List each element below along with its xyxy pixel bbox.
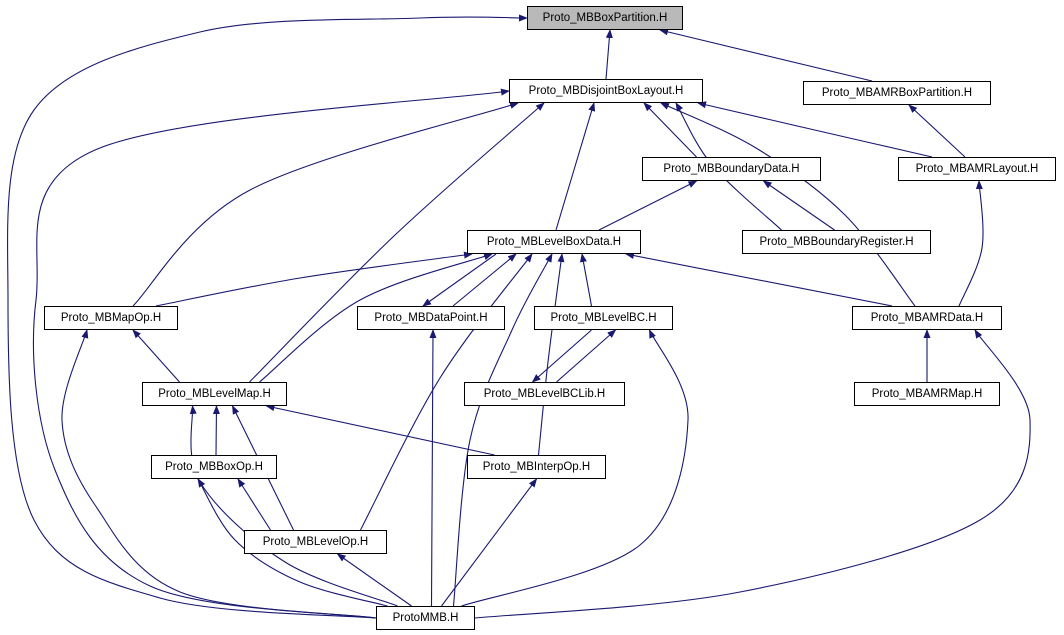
edge-protommb-to-boxop [197,478,388,607]
edge-amrboxpartition-to-boxpartition [659,28,873,82]
node-datapoint[interactable]: Proto_MBDataPoint.H [357,306,505,330]
node-interpop[interactable]: Proto_MBInterpOp.H [467,455,606,479]
node-boundarydata[interactable]: Proto_MBBoundaryData.H [642,157,821,181]
edge-boxop-to-levelmap [212,405,220,456]
edge-levelmap-to-levelboxdata [259,253,493,383]
edge-protommb-to-levelbc [461,329,689,607]
node-levelop[interactable]: Proto_MBLevelOp.H [244,530,387,554]
node-bclib[interactable]: Proto_MBLevelBCLib.H [464,382,625,406]
node-levelmap[interactable]: Proto_MBLevelMap.H [142,382,287,406]
node-amrmap[interactable]: Proto_MBAMRMap.H [854,382,1000,406]
edge-protommb-to-mapop [61,329,377,619]
node-amrlayout[interactable]: Proto_MBAMRLayout.H [898,157,1056,181]
node-disjoint[interactable]: Proto_MBDisjointBoxLayout.H [509,79,703,103]
edge-bclib-to-levelbc [556,329,617,383]
edge-protommb-to-levelmap [189,405,398,607]
node-mapop[interactable]: Proto_MBMapOp.H [44,306,178,330]
edge-boundarydata-to-disjoint [643,102,697,158]
node-boxpartition[interactable]: Proto_MBBoxPartition.H [527,6,683,30]
edge-levelop-to-boxop [237,478,271,531]
edge-interpop-to-levelmap [265,404,495,456]
node-levelboxdata[interactable]: Proto_MBLevelBoxData.H [467,230,641,254]
node-amrboxpartition[interactable]: Proto_MBAMRBoxPartition.H [803,81,991,105]
node-boundaryregister[interactable]: Proto_MBBoundaryRegister.H [742,230,931,254]
edge-amrlayout-to-amrboxpartition [908,104,966,158]
edge-protommb-to-interpop [441,478,538,607]
edge-mapop-to-disjoint [132,102,519,307]
node-levelbc[interactable]: Proto_MBLevelBC.H [534,306,673,330]
edge-levelbc-to-bclib [531,329,592,383]
edge-levelmap-to-disjoint [249,102,545,383]
node-protommb[interactable]: ProtoMMB.H [376,606,475,630]
edge-amrdata-to-disjoint [660,102,916,307]
node-boxop[interactable]: Proto_MBBoxOp.H [151,455,277,479]
edge-protommb-to-levelop [336,553,412,607]
edge-interpop-to-levelboxdata [537,253,565,456]
edge-protommb-to-boxpartition [7,14,528,619]
edge-protommb-to-disjoint [32,88,510,619]
edge-levelbc-to-levelboxdata [579,253,593,307]
edge-boundaryregister-to-boundarydata [762,180,835,231]
edge-amrdata-to-levelboxdata [625,252,893,307]
edge-levelboxdata-to-datapoint [422,253,497,307]
edge-mapop-to-levelboxdata [155,251,473,307]
edge-amrdata-to-amrlayout [958,180,984,307]
edge-levelboxdata-to-disjoint [555,102,596,231]
edge-protommb-to-datapoint [429,329,437,607]
node-amrdata[interactable]: Proto_MBAMRData.H [852,306,1002,330]
edge-levelop-to-levelboxdata [360,253,533,531]
edge-amrlayout-to-disjoint [697,101,933,158]
edge-levelboxdata-to-boundarydata [598,180,698,231]
edge-disjoint-to-boxpartition [605,29,613,80]
edge-levelmap-to-mapop [132,329,180,383]
edge-protommb-to-amrdata [474,329,1031,619]
edge-datapoint-to-levelboxdata [452,253,517,307]
